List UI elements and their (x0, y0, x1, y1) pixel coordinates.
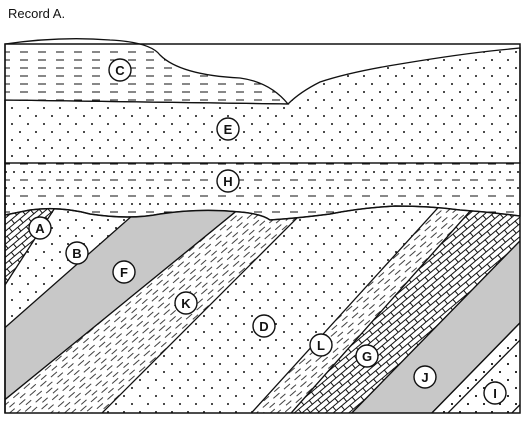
svg-text:H: H (223, 174, 232, 189)
label-l: L (309, 333, 333, 357)
label-e: E (216, 117, 240, 141)
layer-j (343, 206, 520, 413)
label-i: I (483, 381, 507, 405)
svg-text:F: F (120, 265, 128, 280)
layer-c (4, 38, 290, 105)
label-c: C (108, 58, 132, 82)
label-b: B (65, 241, 89, 265)
layer-f (5, 206, 252, 413)
svg-text:C: C (115, 63, 125, 78)
svg-text:B: B (72, 246, 81, 261)
svg-text:K: K (181, 296, 191, 311)
label-a: A (28, 216, 52, 240)
label-f: F (112, 260, 136, 284)
label-k: K (174, 291, 198, 315)
svg-text:E: E (224, 122, 233, 137)
layer-e (4, 47, 521, 164)
svg-text:D: D (259, 319, 268, 334)
svg-text:L: L (317, 338, 325, 353)
svg-text:G: G (362, 349, 372, 364)
svg-text:I: I (493, 386, 497, 401)
label-j: J (413, 365, 437, 389)
unconformity-line (4, 205, 521, 221)
layer-i (423, 206, 520, 413)
label-d: D (252, 314, 276, 338)
label-g: G (355, 344, 379, 368)
svg-text:J: J (421, 370, 428, 385)
record-title: Record A. (8, 6, 66, 21)
svg-text:A: A (35, 221, 45, 236)
label-h: H (216, 169, 240, 193)
